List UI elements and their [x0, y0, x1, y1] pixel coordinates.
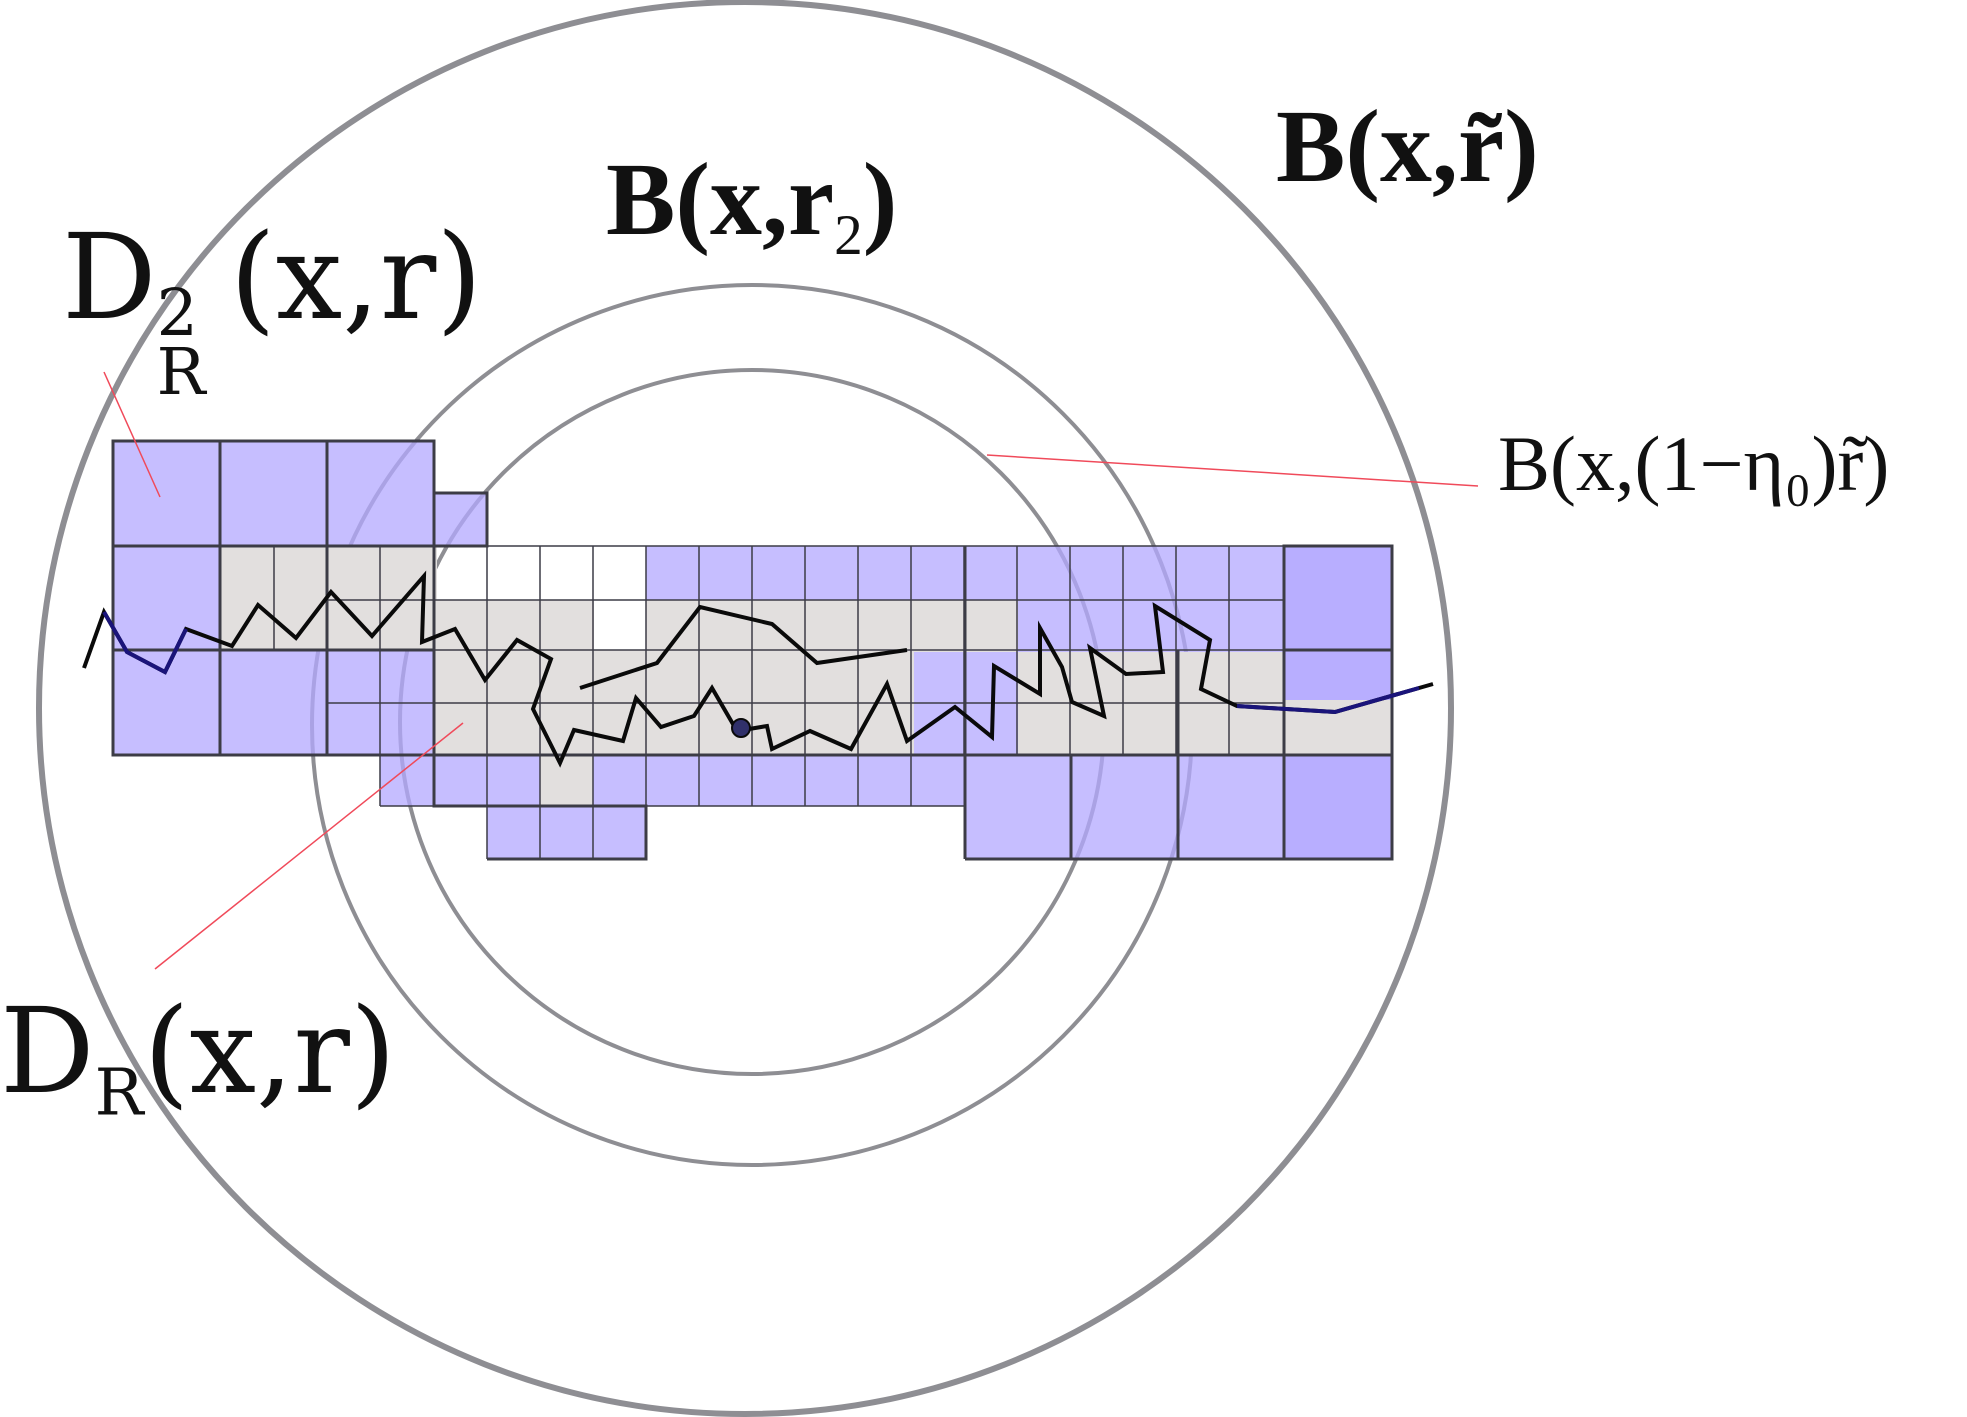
- pointer-ball-inner: [986, 454, 1479, 487]
- coarse-grid: [111, 439, 1394, 861]
- random-walk-blue-right: [1236, 686, 1420, 715]
- label-ball-r2: B(x,r2): [606, 142, 898, 268]
- ball-outer-circle: [36, 0, 1454, 1417]
- random-walk-branch: [579, 604, 908, 690]
- pointer-dr: [154, 722, 464, 970]
- domain-dr-fill: [220, 546, 1391, 806]
- random-walk-blue-left: [102, 611, 188, 675]
- label-ball-inner: B(x,(1−η₀)r̃): [1498, 420, 1890, 507]
- center-point-x: [731, 718, 751, 738]
- pointer-dr2: [103, 371, 161, 498]
- label-ball-rtilde: B(x,r̃): [1276, 89, 1539, 204]
- pointer-lines: [103, 371, 1479, 970]
- label-dr: DR(x,r): [0, 982, 397, 1131]
